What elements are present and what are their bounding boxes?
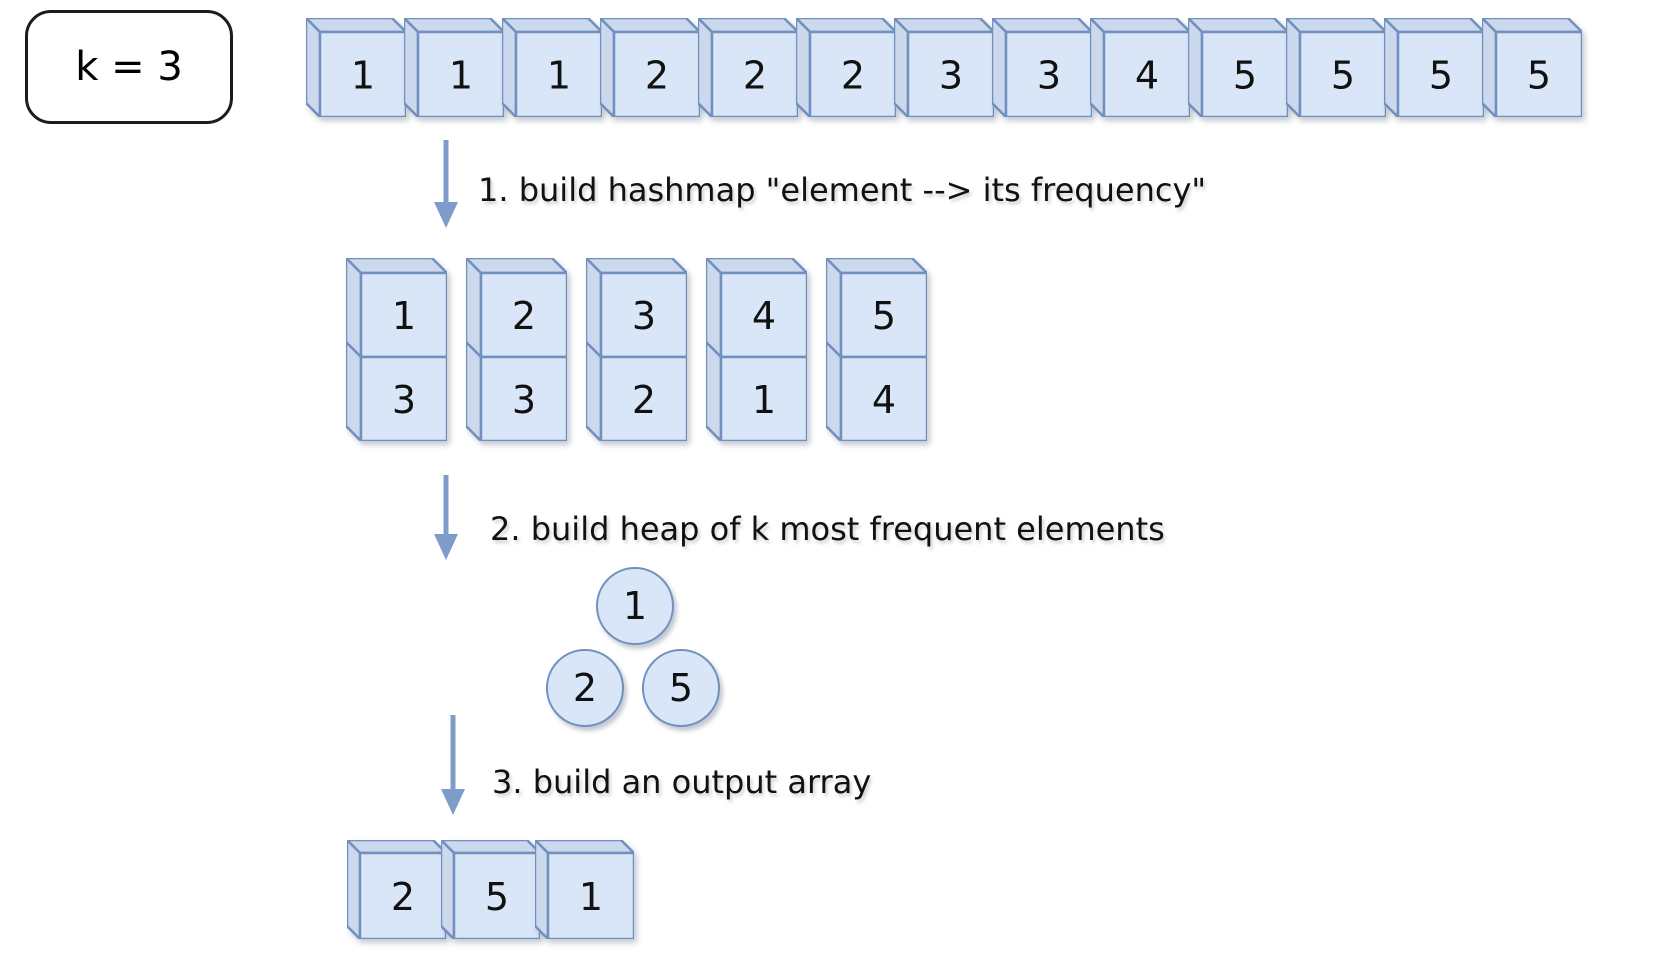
cube-value: 3 (392, 378, 416, 422)
cube-value: 5 (1233, 54, 1257, 98)
heap-node-child: 5 (642, 649, 720, 727)
k-value-label: k = 3 (75, 44, 183, 90)
step2-arrow-down-icon (434, 475, 458, 560)
output-array-cube: 5 (441, 840, 540, 939)
input-array-cube: 5 (1482, 18, 1582, 117)
input-array-cube: 4 (1090, 18, 1190, 117)
input-array-cube: 1 (502, 18, 602, 117)
input-array-cube: 2 (600, 18, 700, 117)
cube-value: 3 (512, 378, 536, 422)
step3-arrow-down-icon (441, 715, 465, 815)
input-array-cube: 2 (698, 18, 798, 117)
heap-node-child: 2 (546, 649, 624, 727)
step2-label: 2. build heap of k most frequent element… (490, 510, 1165, 548)
cube-value: 3 (632, 294, 656, 338)
cube-value: 3 (1037, 54, 1061, 98)
cube-value: 5 (872, 294, 896, 338)
cube-value: 2 (743, 54, 767, 98)
hashmap-pair-stack: 23 (466, 258, 567, 441)
cube-value: 4 (1135, 54, 1159, 98)
cube-value: 3 (939, 54, 963, 98)
hashmap-pair-stack: 32 (586, 258, 687, 441)
cube-value: 2 (645, 54, 669, 98)
heap-node-value: 5 (668, 666, 694, 710)
cube-value: 5 (1429, 54, 1453, 98)
input-array-cube: 5 (1286, 18, 1386, 117)
cube-value: 5 (1527, 54, 1551, 98)
heap-node-root: 1 (596, 567, 674, 645)
hashmap-pair-stack: 41 (706, 258, 807, 441)
output-array-cube: 2 (347, 840, 446, 939)
input-array: 1 1 1 2 2 2 3 3 4 5 5 5 5 (306, 18, 1582, 117)
hashmap-pair-stack: 13 (346, 258, 447, 441)
output-array: 2 5 1 (347, 840, 634, 939)
hashmap-pair-stack: 54 (826, 258, 927, 441)
cube-value: 1 (752, 378, 776, 422)
cube-value: 2 (512, 294, 536, 338)
k-value-box: k = 3 (25, 10, 233, 124)
cube-value: 2 (391, 875, 415, 919)
cube-value: 4 (872, 378, 896, 422)
input-array-cube: 5 (1188, 18, 1288, 117)
cube-value: 5 (1331, 54, 1355, 98)
input-array-cube: 1 (404, 18, 504, 117)
input-array-cube: 3 (992, 18, 1092, 117)
cube-value: 1 (547, 54, 571, 98)
cube-value: 1 (449, 54, 473, 98)
step3-label: 3. build an output array (492, 763, 872, 801)
input-array-cube: 1 (306, 18, 406, 117)
cube-value: 2 (632, 378, 656, 422)
cube-value: 1 (392, 294, 416, 338)
input-array-cube: 3 (894, 18, 994, 117)
step1-arrow-down-icon (434, 140, 458, 228)
cube-value: 1 (579, 875, 603, 919)
input-array-cube: 5 (1384, 18, 1484, 117)
cube-value: 2 (841, 54, 865, 98)
output-array-cube: 1 (535, 840, 634, 939)
step1-label: 1. build hashmap "element --> its freque… (478, 171, 1207, 209)
cube-value: 4 (752, 294, 776, 338)
input-array-cube: 2 (796, 18, 896, 117)
cube-value: 1 (351, 54, 375, 98)
heap-node-value: 2 (572, 666, 598, 710)
heap-node-value: 1 (622, 584, 648, 628)
cube-value: 5 (485, 875, 509, 919)
